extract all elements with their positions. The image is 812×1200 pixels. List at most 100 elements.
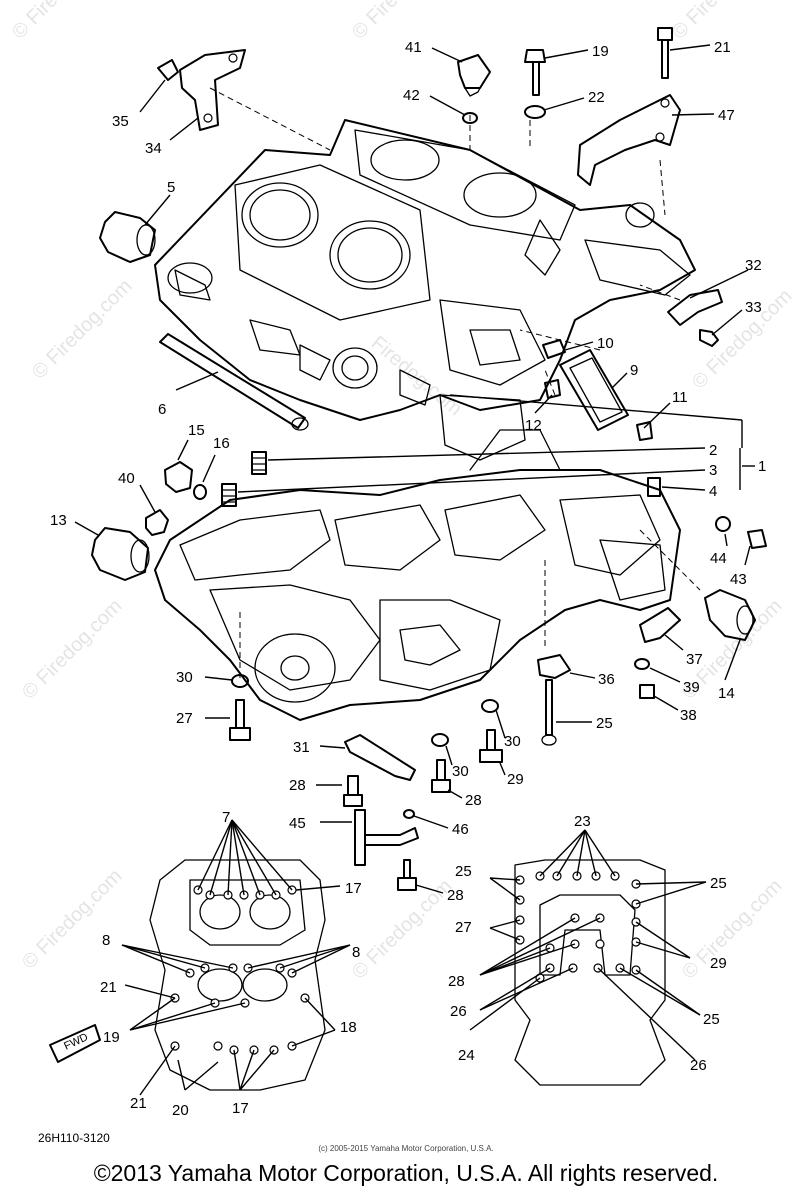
callout-30-c: 30 [452,763,469,780]
part-2-spring [251,451,267,475]
callout-25-c: 25 [710,875,727,892]
callout-4: 4 [709,483,717,500]
callout-38: 38 [680,707,697,724]
part-40-cap [145,509,169,536]
callout-42: 42 [403,87,420,104]
part-22-washer [524,105,546,119]
callout-7: 7 [222,809,230,826]
callout-13: 13 [50,512,67,529]
callout-3: 3 [709,462,717,479]
callout-5: 5 [167,179,175,196]
callout-29-b: 29 [710,955,727,972]
callout-19-b: 19 [103,1029,120,1046]
leader-lines [74,44,755,894]
drawing-code: 26H110-3120 [38,1131,110,1145]
callout-33: 33 [745,299,762,316]
watermark-text: © Firedog.com [348,875,457,984]
part-43-plug [747,529,767,549]
callout-17-b: 17 [232,1100,249,1117]
fwd-arrow: FWD [49,1024,101,1063]
watermark-text: © Firedog.com [688,285,797,394]
callout-35: 35 [112,113,129,130]
part-6-shaft [159,333,309,431]
callout-21-c: 21 [130,1095,147,1112]
callout-31: 31 [293,739,310,756]
callout-14: 14 [718,685,735,702]
part-11-screw [636,421,653,441]
part-45-pipe [354,809,419,866]
callout-36: 36 [598,671,615,688]
part-10-damper [542,339,566,359]
part-13-mount [91,527,150,581]
part-42-oring [462,112,478,124]
part-33-screw [699,329,719,347]
watermark-text: © Firedog.com [18,595,127,704]
watermark-text: © Firedog.com [668,0,777,44]
part-30-washer-c [431,733,449,747]
callout-34: 34 [145,140,162,157]
part-4-dowel [647,477,661,497]
callout-39: 39 [683,679,700,696]
bolt-view-leaders [121,819,707,1096]
callout-27-a: 27 [176,710,193,727]
part-44-washer [715,516,731,532]
callout-8-a: 8 [102,932,110,949]
callout-10: 10 [597,335,614,352]
watermark-text: © Firedog.com [18,865,127,974]
callout-20: 20 [172,1102,189,1119]
callout-30-a: 30 [176,669,193,686]
small-copyright-text: (c) 2005-2015 Yamaha Motor Corporation, … [318,1144,494,1153]
callout-18: 18 [340,1019,357,1036]
lower-crankcase [154,394,701,721]
callout-25-a: 25 [596,715,613,732]
callout-19: 19 [592,43,609,60]
callouts: 41 19 21 42 22 47 35 34 5 32 33 10 9 6 1… [38,39,766,1145]
callout-37: 37 [686,651,703,668]
callout-8-b: 8 [352,944,360,961]
callout-44: 44 [710,550,727,567]
part-36-bracket [537,654,571,679]
callout-25-b: 25 [455,863,472,880]
part-30-washer-a [231,674,249,688]
part-32-bracket [667,289,723,326]
watermark-text: © Firedog.com [28,275,137,384]
part-35-screw [157,59,179,81]
watermark-text: © Firedog.com [678,875,787,984]
part-28-bolt-b [431,759,451,793]
callout-26-a: 26 [450,1003,467,1020]
part-28-bolt-a [343,775,363,807]
part-27-bolt-a [229,699,251,741]
callout-28-c: 28 [447,887,464,904]
callout-23: 23 [574,813,591,830]
part-47-bracket [577,94,681,186]
callout-32: 32 [745,257,762,274]
callout-43: 43 [730,571,747,588]
callout-30-b: 30 [504,733,521,750]
upper-crankcase [154,87,696,421]
part-37-bracket [639,607,681,643]
part-21-bolt-top [657,27,673,79]
callout-17-a: 17 [345,880,362,897]
callout-28-d: 28 [448,973,465,990]
part-5-mount [99,211,156,263]
callout-26-b: 26 [690,1057,707,1074]
callout-1: 1 [758,458,766,475]
part-9-plate [559,349,629,431]
part-19-bolt [524,49,546,96]
part-12-collar [544,379,561,399]
part-31-bracket [344,734,416,781]
callout-47: 47 [718,107,735,124]
callout-24: 24 [458,1047,475,1064]
callout-27-b: 27 [455,919,472,936]
callout-2: 2 [709,442,717,459]
watermark-layer: © Firedog.com © Firedog.com © Firedog.co… [8,0,797,984]
part-46-oring [403,809,415,819]
callout-29-a: 29 [507,771,524,788]
watermark-text: © Firedog.com [8,0,117,44]
upper-case-bolt-view [149,859,326,1091]
callout-9: 9 [630,362,638,379]
callout-46: 46 [452,821,469,838]
callout-12: 12 [525,417,542,434]
callout-28-a: 28 [289,777,306,794]
